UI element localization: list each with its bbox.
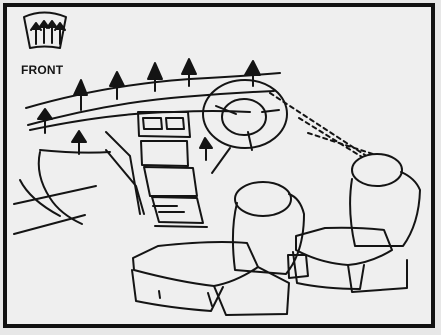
front-seat-right	[288, 154, 420, 292]
front-defroster-icon	[24, 13, 66, 49]
center-console	[138, 112, 207, 227]
front-label: FRONT	[21, 63, 63, 77]
front-seat-left	[132, 182, 304, 315]
